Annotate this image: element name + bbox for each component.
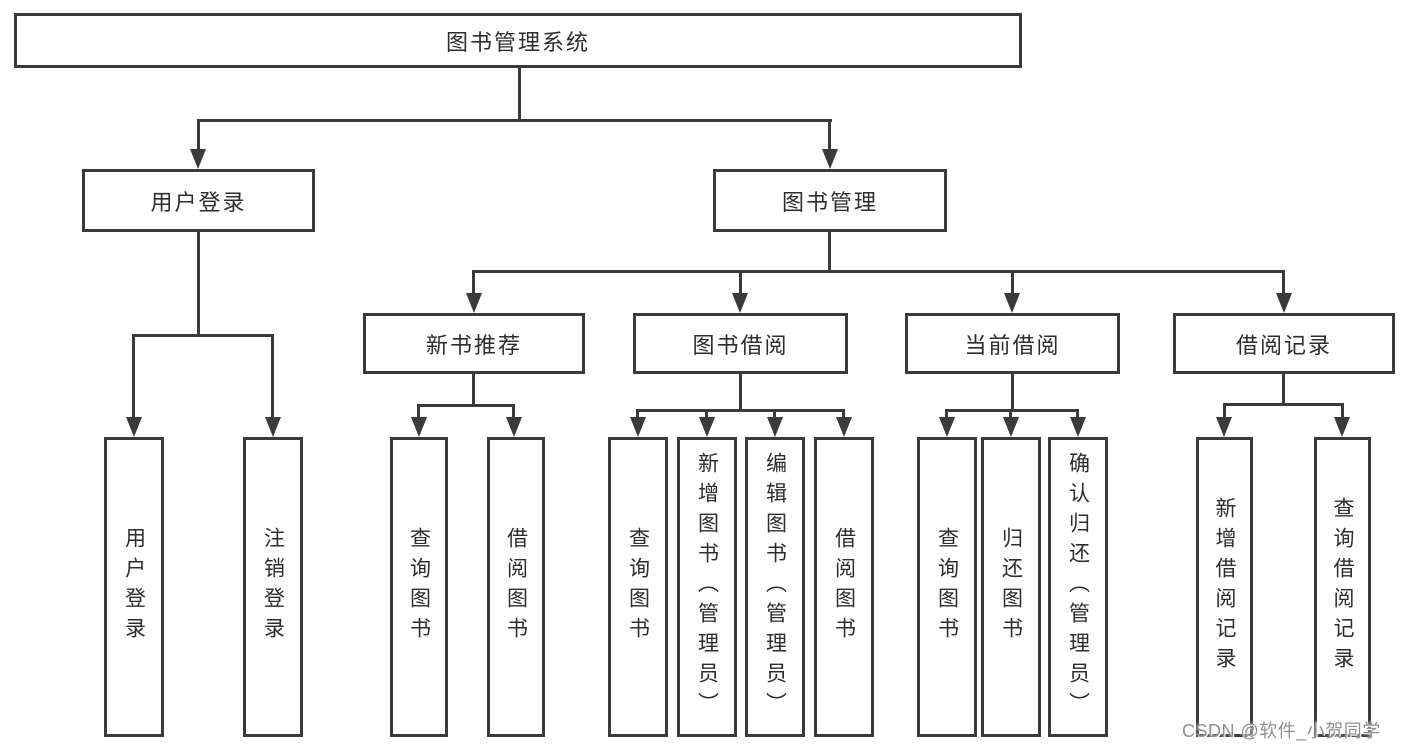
connector-line — [1223, 403, 1344, 406]
connector-line — [1282, 273, 1285, 294]
arrow-down-icon — [1334, 417, 1350, 437]
arrow-down-icon — [1004, 293, 1020, 313]
arrow-down-icon — [1276, 293, 1292, 313]
connector-line — [945, 409, 1079, 412]
leaf-logout: 注销登录 — [243, 437, 303, 737]
arrow-down-icon — [1070, 417, 1086, 437]
arrow-down-icon — [939, 417, 955, 437]
arrow-down-icon — [126, 417, 142, 437]
arrow-down-icon — [1216, 417, 1232, 437]
connector-line — [773, 412, 776, 418]
node-book-management: 图书管理 — [713, 169, 947, 232]
connector-line — [636, 412, 639, 418]
connector-line — [417, 404, 515, 407]
connector-line — [1011, 374, 1014, 412]
watermark: CSDN @软件_小贺同学 — [1182, 721, 1381, 741]
leaf-add-borrow-record: 新增借阅记录 — [1196, 437, 1253, 737]
connector-line — [132, 337, 135, 418]
arrow-down-icon — [822, 149, 838, 169]
arrow-down-icon — [411, 417, 427, 437]
connector-line — [828, 122, 831, 150]
connector-line — [197, 119, 832, 122]
leaf-query-borrow-record: 查询借阅记录 — [1314, 437, 1371, 737]
connector-line — [705, 412, 708, 418]
leaf-borrow-books-1: 借阅图书 — [487, 437, 545, 737]
connector-line — [1223, 406, 1226, 418]
arrow-down-icon — [265, 417, 281, 437]
connector-line — [512, 407, 515, 418]
leaf-confirm-return-admin: 确认归还（管理员） — [1048, 437, 1108, 737]
arrow-down-icon — [836, 417, 852, 437]
connector-line — [472, 270, 1285, 273]
connector-line — [1009, 412, 1012, 418]
node-library-management-system: 图书管理系统 — [14, 13, 1022, 68]
leaf-edit-books-admin: 编辑图书（管理员） — [745, 437, 805, 737]
arrow-down-icon — [190, 149, 206, 169]
node-current-borrowing: 当前借阅 — [905, 313, 1120, 374]
connector-line — [842, 412, 845, 418]
connector-line — [1282, 374, 1285, 406]
arrow-down-icon — [1003, 417, 1019, 437]
node-user-login: 用户登录 — [82, 169, 315, 232]
connector-line — [828, 232, 831, 273]
connector-line — [417, 407, 420, 418]
connector-line — [132, 334, 274, 337]
connector-line — [945, 412, 948, 418]
node-book-borrowing: 图书借阅 — [633, 313, 848, 374]
connector-line — [739, 273, 742, 294]
arrow-down-icon — [699, 417, 715, 437]
arrow-down-icon — [767, 417, 783, 437]
node-new-book-recommendation: 新书推荐 — [363, 313, 585, 374]
arrow-down-icon — [630, 417, 646, 437]
leaf-borrow-books-2: 借阅图书 — [814, 437, 874, 737]
connector-line — [271, 337, 274, 418]
leaf-return-books: 归还图书 — [981, 437, 1041, 737]
arrow-down-icon — [732, 293, 748, 313]
node-borrowing-records: 借阅记录 — [1173, 313, 1395, 374]
connector-line — [472, 273, 475, 294]
arrow-down-icon — [506, 417, 522, 437]
connector-line — [518, 68, 521, 122]
connector-line — [1341, 406, 1344, 418]
connector-line — [636, 409, 845, 412]
connector-line — [1076, 412, 1079, 418]
connector-line — [197, 122, 200, 150]
leaf-query-books-1: 查询图书 — [390, 437, 448, 737]
connector-line — [197, 232, 200, 337]
connector-line — [1011, 273, 1014, 294]
leaf-add-books-admin: 新增图书（管理员） — [677, 437, 737, 737]
leaf-user-login: 用户登录 — [104, 437, 164, 737]
arrow-down-icon — [466, 293, 482, 313]
leaf-query-books-3: 查询图书 — [917, 437, 977, 737]
connector-line — [472, 374, 475, 407]
connector-line — [739, 374, 742, 412]
leaf-query-books-2: 查询图书 — [608, 437, 668, 737]
